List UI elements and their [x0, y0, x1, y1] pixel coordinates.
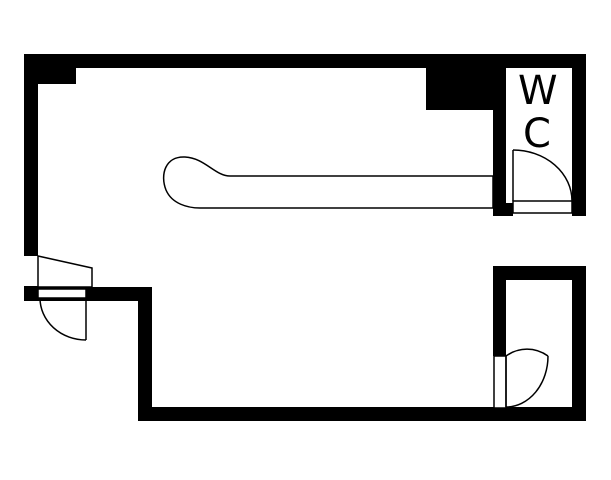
counter: [162, 156, 494, 209]
closet-top-wall: [493, 266, 586, 280]
top-right-column: [426, 54, 506, 110]
bottom-wall: [138, 407, 586, 421]
closet-door-swing: [505, 348, 549, 408]
wc-partition: [493, 54, 506, 216]
closet-door-frame: [493, 355, 507, 409]
wc-door-threshold: [512, 200, 573, 214]
left-wall-upper: [24, 54, 38, 256]
closet-side-wall: [493, 266, 506, 356]
top-left-column: [24, 54, 76, 84]
entry-door-swing: [39, 297, 87, 341]
wc-label-c: C: [523, 111, 551, 157]
wc-door-swing: [512, 149, 573, 202]
entry-door-leaf: [37, 288, 87, 299]
wc-bottom-stub: [493, 203, 513, 216]
wc-label-w: W: [518, 68, 558, 114]
entry-window-panel: [37, 255, 93, 288]
right-wall-lower: [572, 266, 586, 421]
right-wall: [572, 54, 586, 216]
left-step-side: [138, 287, 152, 421]
